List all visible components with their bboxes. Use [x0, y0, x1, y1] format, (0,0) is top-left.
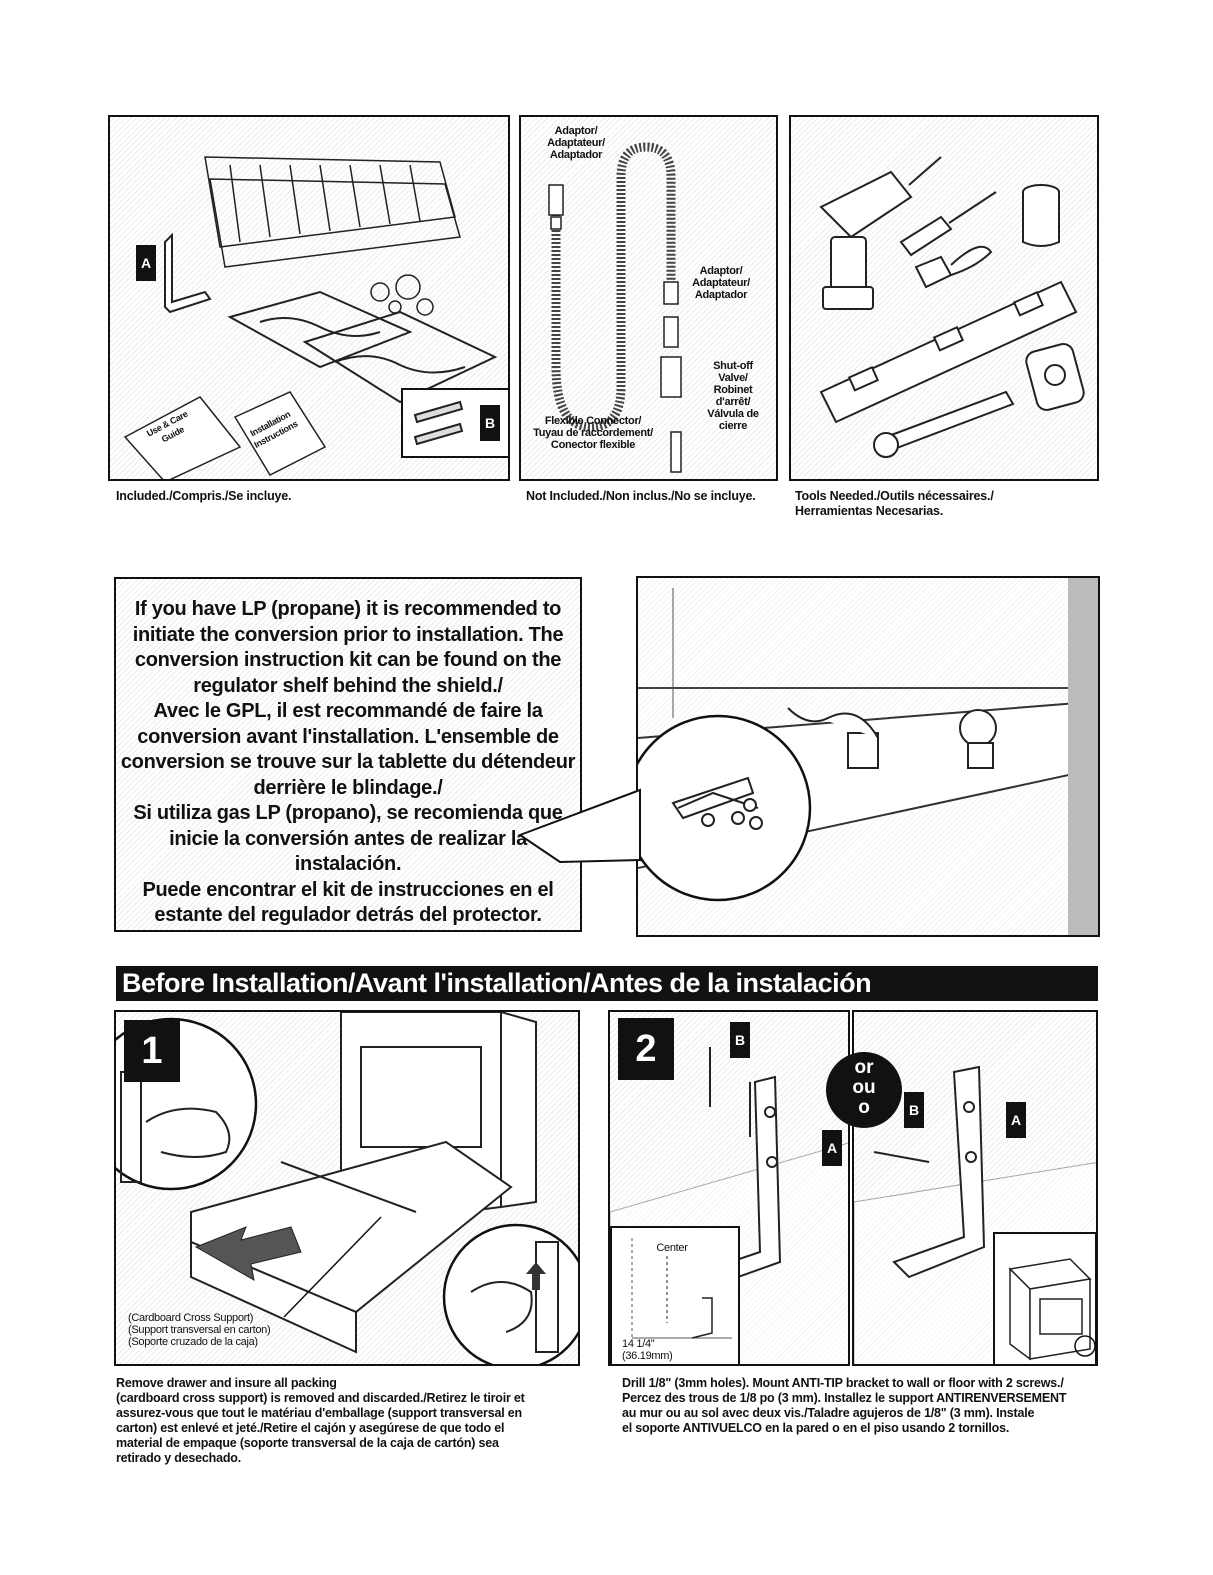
or-badge: or ou o — [826, 1052, 902, 1128]
tools-needed-panel — [789, 115, 1099, 481]
not-included-caption: Not Included./Non inclus./No se incluye. — [526, 489, 756, 503]
gas-connector-illustration — [548, 142, 682, 473]
step2-number: 2 — [618, 1018, 674, 1080]
shut-off-valve-label: Shut-off Valve/ Robinet d'arrêt/ Válvula… — [707, 360, 759, 432]
lp-notice-text: If you have LP (propane) it is recommend… — [120, 598, 576, 926]
not-included-parts-panel: Adaptor/ Adaptateur/ Adaptador Adaptor/ … — [519, 115, 778, 481]
included-parts-illustration — [123, 156, 508, 479]
step1-number: 1 — [124, 1020, 180, 1082]
step2-tag-b-left: B — [730, 1022, 750, 1058]
regulator-shelf-panel — [636, 576, 1100, 937]
step2-tag-a-left: A — [822, 1130, 842, 1166]
included-parts-panel: Use & Care Guide Installation Instructio… — [108, 115, 510, 481]
step1-caption: Remove drawer and insure all packing (ca… — [116, 1376, 525, 1465]
tools-illustration — [819, 156, 1085, 458]
adaptor-top-label: Adaptor/ Adaptateur/ Adaptador — [547, 125, 605, 161]
bracket-tag-a: A — [136, 245, 156, 281]
cardboard-support-label: (Cardboard Cross Support) (Support trans… — [128, 1312, 271, 1348]
step1-illustration — [116, 1012, 578, 1364]
section-banner: Before Installation/Avant l'installation… — [116, 966, 1098, 1001]
regulator-shelf-illustration — [638, 578, 1098, 935]
step1-panel: 1 (Cardboard Cross Support) (Support tra… — [114, 1010, 580, 1366]
flexible-connector-label: Flexible Connector/ Tuyau de raccordemen… — [533, 415, 653, 451]
center-measurement-diagram — [631, 1238, 732, 1339]
range-location-inset — [993, 1232, 1097, 1366]
lp-conversion-notice: If you have LP (propane) it is recommend… — [114, 577, 582, 932]
center-measurement-inset: Center 14 1/4" (36.19mm) — [610, 1226, 740, 1366]
step2-caption: Drill 1/8" (3mm holes). Mount ANTI-TIP b… — [622, 1376, 1067, 1435]
step2-tag-b-right: B — [904, 1092, 924, 1128]
tools-caption: Tools Needed./Outils nécessaires./ Herra… — [795, 489, 994, 518]
dimension-label: 14 1/4" (36.19mm) — [622, 1338, 673, 1362]
adaptor-mid-label: Adaptor/ Adaptateur/ Adaptador — [692, 265, 750, 301]
included-caption: Included./Compris./Se incluye. — [116, 489, 292, 503]
center-label: Center — [656, 1242, 688, 1254]
range-inset-illustration — [1008, 1258, 1095, 1361]
step2-tag-a-right: A — [1006, 1102, 1026, 1138]
screw-tag-b: B — [480, 405, 500, 441]
